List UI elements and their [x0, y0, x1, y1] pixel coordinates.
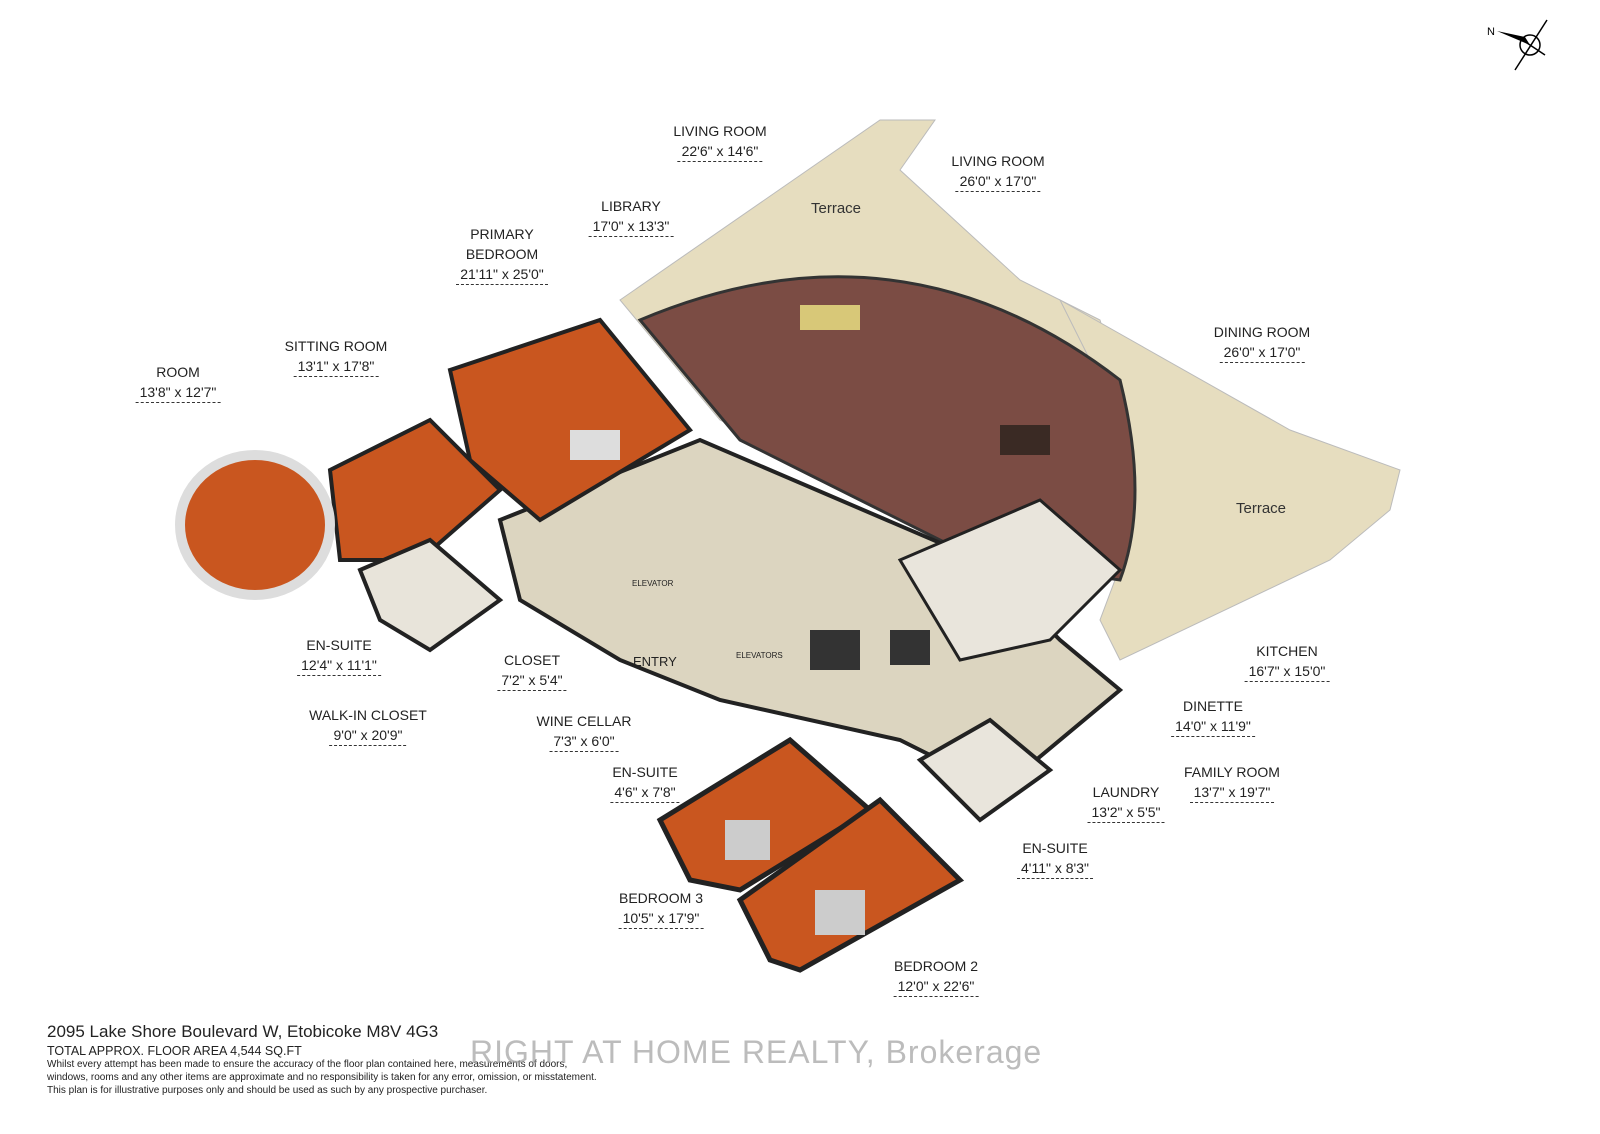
room-label-en-suite-west: EN-SUITE 12'4" x 11'1" [297, 635, 381, 676]
room-label-living-room-2: LIVING ROOM 26'0" x 17'0" [951, 151, 1045, 192]
disclaimer-line: windows, rooms and any other items are a… [47, 1072, 597, 1083]
kitchen-floor [897, 498, 1123, 662]
room-dimensions: 4'11" x 8'3" [1017, 858, 1093, 879]
room-label-walk-in-closet: WALK-IN CLOSET 9'0" x 20'9" [309, 705, 427, 746]
room-name: LIBRARY [601, 198, 661, 214]
dining-table [1000, 425, 1050, 455]
room-dimensions: 12'4" x 11'1" [297, 655, 381, 676]
room-dimensions: 17'0" x 13'3" [588, 216, 674, 237]
room-label-sitting-room: SITTING ROOM 13'1" x 17'8" [284, 336, 388, 377]
sitting-room-floor [327, 417, 503, 562]
room-name: WALK-IN CLOSET [309, 707, 427, 723]
room-label-bedroom-3: BEDROOM 3 10'5" x 17'9" [618, 888, 704, 929]
room-dimensions: 7'3" x 6'0" [549, 731, 619, 752]
room-name: EN-SUITE [1022, 840, 1088, 856]
address: 2095 Lake Shore Boulevard W, Etobicoke M… [47, 1022, 439, 1041]
terrace-label-east: Terrace [1236, 500, 1287, 517]
room-dimensions: 22'6" x 14'6" [677, 141, 763, 162]
room-name: DINING ROOM [1213, 324, 1311, 340]
bed-3 [725, 820, 770, 860]
family-sofa [810, 630, 860, 670]
entry-label: ENTRY [633, 654, 677, 669]
room-label-closet: CLOSET 7'2" x 5'4" [497, 650, 567, 691]
bed-primary [570, 430, 620, 460]
total-floor-area: TOTAL APPROX. FLOOR AREA 4,544 SQ.FT [47, 1044, 302, 1058]
room-label-laundry: LAUNDRY 13'2" x 5'5" [1087, 782, 1165, 823]
elevator-label: ELEVATOR [632, 579, 674, 588]
room-dimensions: 13'7" x 19'7" [1189, 782, 1275, 803]
terrace-label-north: Terrace [811, 200, 862, 217]
disclaimer-line: Whilst every attempt has been made to en… [47, 1059, 568, 1070]
room-name: FAMILY ROOM [1184, 764, 1280, 780]
room-dimensions: 10'5" x 17'9" [618, 908, 704, 929]
compass-north-label: N [1487, 26, 1495, 38]
room-label-en-suite-small: EN-SUITE 4'6" x 7'8" [610, 762, 680, 803]
bedroom-3-floor [656, 736, 875, 893]
living-area-floor [637, 275, 1137, 582]
room-name: KITCHEN [1256, 643, 1318, 659]
room-name: BEDROOM 3 [618, 890, 703, 906]
room-name: EN-SUITE [612, 764, 678, 780]
plan-footer: 2095 Lake Shore Boulevard W, Etobicoke M… [47, 1022, 597, 1097]
disclaimer-line: This plan is for illustrative purposes o… [47, 1085, 488, 1096]
room-name: PRIMARY BEDROOM [465, 226, 539, 262]
room-dimensions: 9'0" x 20'9" [329, 725, 407, 746]
room-name: LIVING ROOM [673, 123, 767, 139]
room-label-en-suite-east: EN-SUITE 4'11" x 8'3" [1017, 838, 1093, 879]
room-name: BEDROOM 2 [893, 958, 978, 974]
room-label-dinette: DINETTE 14'0" x 11'9" [1171, 696, 1255, 737]
room-dimensions: 13'8" x 12'7" [135, 382, 221, 403]
room-name: LIVING ROOM [951, 153, 1045, 169]
room-dimensions: 16'7" x 15'0" [1244, 661, 1330, 682]
room-name: DINETTE [1183, 698, 1243, 714]
room-dimensions: 26'0" x 17'0" [955, 171, 1041, 192]
sofa [800, 305, 860, 330]
ensuite-east-floor [916, 717, 1054, 823]
brokerage-watermark: RIGHT AT HOME REALTY, Brokerage [470, 1034, 1043, 1070]
room-name: ROOM [156, 364, 200, 380]
room-label-room: ROOM 13'8" x 12'7" [135, 362, 221, 403]
room-dimensions: 4'6" x 7'8" [610, 782, 680, 803]
room-dimensions: 21'11" x 25'0" [456, 264, 548, 285]
room-dimensions: 13'1" x 17'8" [293, 356, 379, 377]
room-dimensions: 13'2" x 5'5" [1087, 802, 1165, 823]
room-label-wine-cellar: WINE CELLAR 7'3" x 6'0" [536, 711, 632, 752]
room-name: LAUNDRY [1092, 784, 1160, 800]
primary-bedroom-floor [447, 317, 694, 523]
room-dimensions: 26'0" x 17'0" [1219, 342, 1305, 363]
room-dimensions: 12'0" x 22'6" [893, 976, 979, 997]
compass: N [1485, 15, 1555, 80]
room-dimensions: 14'0" x 11'9" [1171, 716, 1255, 737]
room-label-kitchen: KITCHEN 16'7" x 15'0" [1244, 641, 1330, 682]
north-arrow-icon: N [1487, 19, 1548, 71]
bed-2 [815, 890, 865, 935]
ensuite-west-floor [357, 537, 504, 653]
room-name: SITTING ROOM [284, 338, 388, 354]
room-name: WINE CELLAR [536, 713, 632, 729]
room-label-library: LIBRARY 17'0" x 13'3" [588, 196, 674, 237]
room-name: CLOSET [503, 652, 560, 668]
family-sofa-2 [890, 630, 930, 665]
room-label-dining-room: DINING ROOM 26'0" x 17'0" [1214, 322, 1310, 363]
room-label-bedroom-2: BEDROOM 2 12'0" x 22'6" [893, 956, 979, 997]
room-dimensions: 7'2" x 5'4" [497, 670, 567, 691]
room-name: EN-SUITE [306, 637, 372, 653]
room-label-family-room: FAMILY ROOM 13'7" x 19'7" [1184, 762, 1280, 803]
bedroom-2-floor [736, 796, 965, 973]
round-room-floor [175, 450, 335, 600]
elevators-label: ELEVATORS [736, 651, 783, 660]
room-label-living-room-1: LIVING ROOM 22'6" x 14'6" [673, 121, 767, 162]
